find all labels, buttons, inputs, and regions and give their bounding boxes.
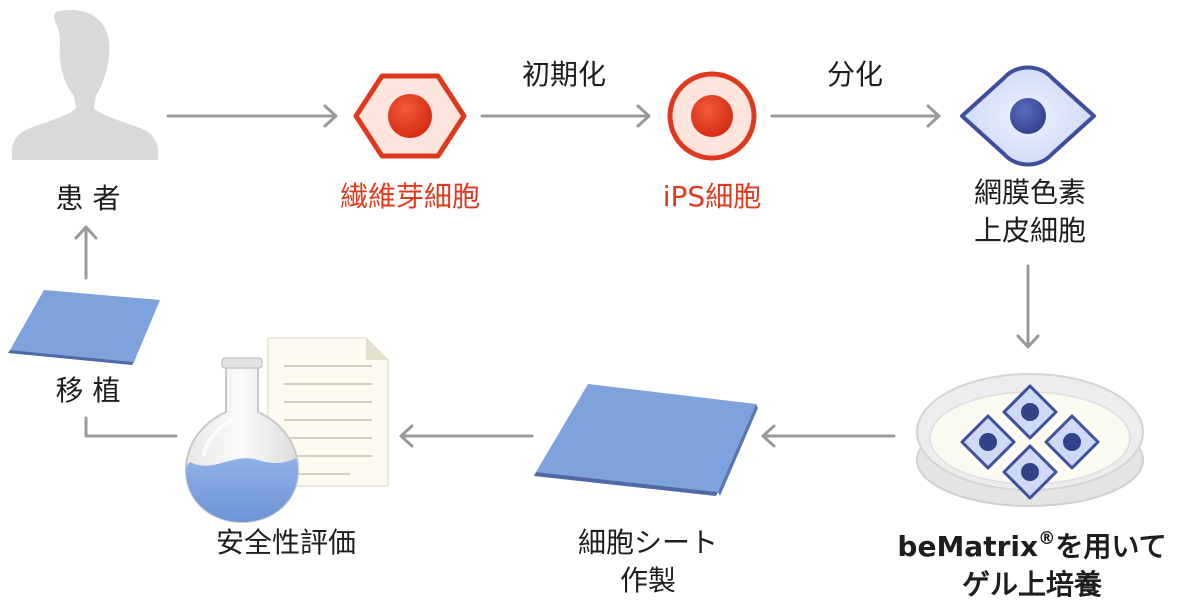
label-ips-text: iPS細胞: [662, 180, 762, 213]
label-patient-text: 患 者: [55, 182, 121, 215]
label-culture-line2: ゲル上培養: [961, 568, 1102, 601]
label-transplant: 移 植: [40, 372, 136, 410]
label-culture-line1: beMatrix®を用いて: [888, 528, 1176, 566]
arrow-patient-to-fibroblast: [166, 104, 338, 128]
registered-mark: ®: [1038, 528, 1056, 549]
arrow-culture-to-sheet: [761, 424, 896, 448]
patient-silhouette-icon: [12, 9, 158, 160]
label-safety: 安全性評価: [196, 524, 376, 562]
label-culture-brand: beMatrix: [897, 530, 1039, 563]
label-cell-sheet-line2: 作製: [619, 564, 676, 597]
ips-cell-icon: [667, 71, 757, 161]
arrow-rpe-to-culture: [1016, 264, 1040, 349]
label-cell-sheet: 細胞シート 作製: [560, 524, 736, 600]
fibroblast-icon: [353, 73, 467, 159]
label-reprogramming: 初期化: [506, 56, 622, 94]
label-fibroblast-text: 繊維芽細胞: [339, 180, 480, 213]
label-fibroblast: 繊維芽細胞: [326, 178, 494, 216]
label-patient: 患 者: [40, 180, 136, 218]
flask-icon: [184, 357, 300, 524]
label-reprogramming-text: 初期化: [521, 58, 606, 91]
label-rpe-line2: 上皮細胞: [973, 214, 1086, 247]
cell-sheet-icon: [534, 384, 758, 496]
label-rpe: 網膜色素 上皮細胞: [950, 174, 1110, 250]
label-rpe-line1: 網膜色素: [973, 176, 1086, 209]
label-ips: iPS細胞: [640, 178, 784, 216]
label-cell-sheet-line1: 細胞シート: [577, 526, 718, 559]
arrow-fibroblast-to-ips: [480, 104, 651, 128]
label-differentiation-text: 分化: [826, 58, 883, 91]
petri-dish-icon: [916, 373, 1144, 507]
arrow-ips-to-rpe: [770, 104, 941, 128]
label-culture-tail: を用いて: [1055, 530, 1167, 563]
arrow-sheet-to-safety: [399, 424, 534, 448]
label-safety-text: 安全性評価: [215, 526, 356, 559]
document-icon: [267, 337, 389, 487]
arrow-transplant-to-patient: [74, 225, 98, 280]
label-differentiation: 分化: [810, 56, 900, 94]
rpe-cell-icon: [960, 65, 1096, 167]
arrow-safety-to-transplant: [84, 416, 178, 438]
label-culture: beMatrix®を用いて ゲル上培養: [888, 528, 1176, 604]
label-transplant-text: 移 植: [55, 374, 121, 407]
transplant-sheet-icon: [8, 290, 160, 365]
